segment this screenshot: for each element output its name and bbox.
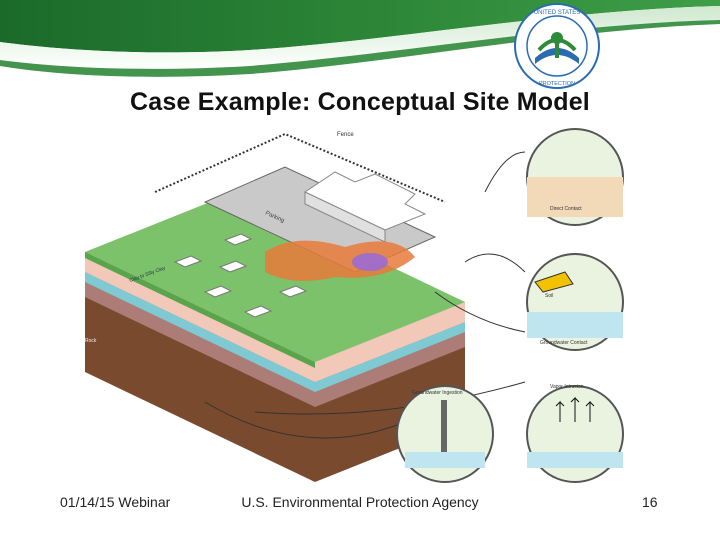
footer-date: 01/14/15 Webinar [60,494,171,510]
epa-seal-icon: UNITED STATES PROTECTION [514,3,600,89]
fence-label: Fence [337,132,354,138]
header-band [0,0,720,90]
svg-text:Groundwater Contact: Groundwater Contact [540,340,588,346]
inset-groundwater-ingestion: Groundwater Ingestion [396,385,494,483]
inset-direct-contact: Direct Contact [526,128,624,226]
svg-text:Direct Contact: Direct Contact [550,206,582,212]
svg-text:Vapor Intrusion: Vapor Intrusion [550,384,584,390]
inset-vapor-intrusion: Vapor Intrusion [526,384,624,483]
slide-number: 16 [642,494,658,510]
rock-label: Rock [85,338,97,344]
slide-title-text: Case Example: Conceptual Site Model [130,88,590,116]
svg-text:Groundwater Ingestion: Groundwater Ingestion [412,390,463,396]
slide-title: Case Example: Conceptual Site Model [0,88,720,117]
svg-text:PROTECTION: PROTECTION [539,81,575,87]
inset-groundwater-contact: Soil Groundwater Contact [526,253,624,351]
conceptual-site-model-diagram: Parking Fence Clay to Silty Clay Rock [55,122,655,488]
svg-text:Soil: Soil [545,293,553,299]
footer-organization: U.S. Environmental Protection Agency [241,494,479,510]
svg-text:UNITED STATES: UNITED STATES [534,10,580,16]
